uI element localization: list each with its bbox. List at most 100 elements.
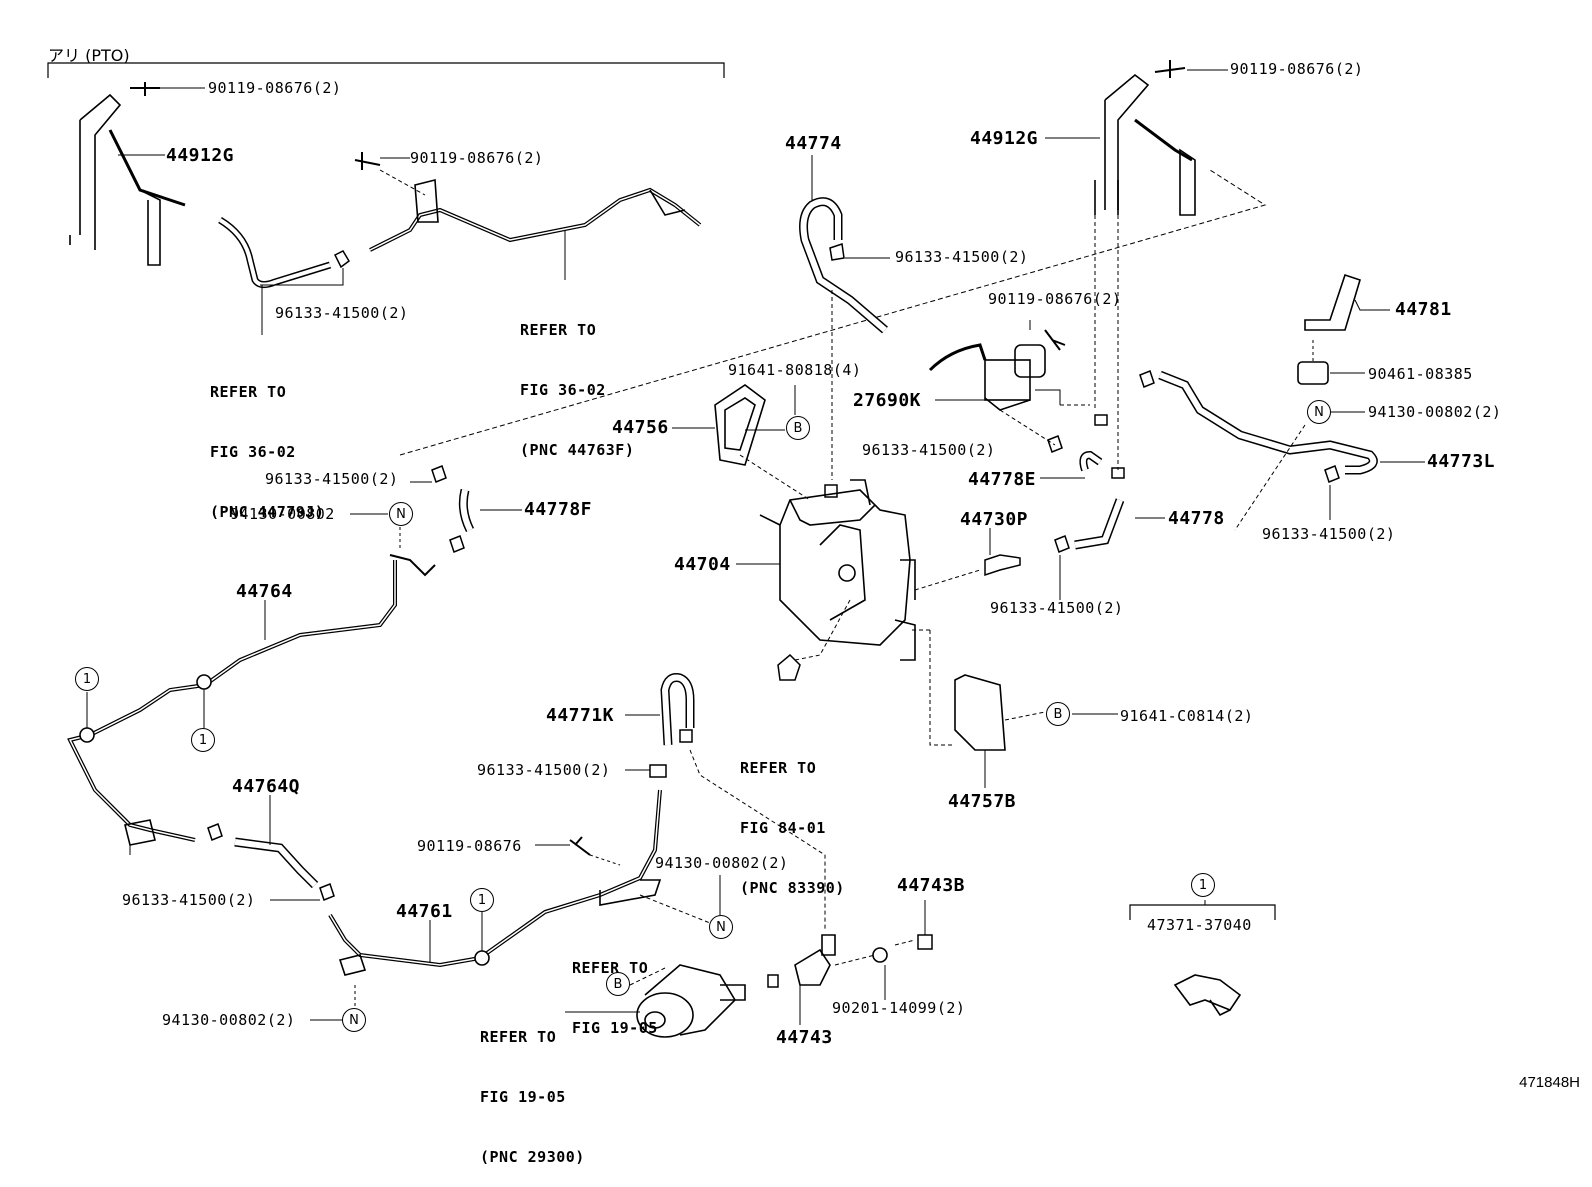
- ref-line: FIG 19-05: [480, 1088, 566, 1106]
- sensor-83390: [777, 653, 801, 681]
- ref-fig-36-02-b: REFER TO FIG 36-02 (PNC 44779J): [210, 342, 324, 542]
- clip-96133-c: [1047, 435, 1063, 453]
- label-90461: 90461-08385: [1368, 365, 1473, 383]
- label-96133-g: 96133-41500(2): [477, 761, 611, 779]
- ref-line: (PNC 44779J): [210, 503, 325, 521]
- label-96133-a: 96133-41500(2): [275, 304, 409, 322]
- label-44756: 44756: [612, 417, 669, 438]
- label-90119-d: 90119-08676(2): [988, 290, 1122, 308]
- hose-44764q: [234, 837, 319, 889]
- marker-1: 1: [191, 728, 215, 752]
- bracket-47371: [1129, 904, 1276, 920]
- bolt-90119-b: [354, 152, 381, 170]
- marker-n: N: [709, 915, 733, 939]
- label-94130-a: 94130-00802(2): [1368, 403, 1502, 421]
- hose-top-left: [218, 216, 332, 289]
- clip-96133-b: [829, 243, 845, 261]
- pipe-44764: [67, 554, 436, 846]
- ref-line: FIG 36-02: [520, 381, 606, 399]
- label-44764q: 44764Q: [232, 776, 301, 797]
- pipe-top-center: [369, 178, 702, 252]
- union-44743: [794, 934, 836, 986]
- label-90119-b: 90119-08676(2): [410, 149, 544, 167]
- ref-line: (PNC 44763F): [520, 441, 635, 459]
- label-44757b: 44757B: [948, 791, 1017, 812]
- gasket-44756: [714, 384, 766, 466]
- label-96133-f: 96133-41500(2): [990, 599, 1124, 617]
- label-44761: 44761: [396, 901, 453, 922]
- marker-b: B: [606, 972, 630, 996]
- ref-line: REFER TO: [210, 383, 287, 401]
- clip-96133-a: [333, 250, 350, 269]
- label-44730p: 44730P: [960, 509, 1029, 530]
- clip-small-b: [207, 823, 223, 841]
- label-44771k: 44771K: [546, 705, 615, 726]
- bracket-44912g-left: [69, 93, 186, 266]
- ref-line: FIG 84-01: [740, 819, 826, 837]
- label-90201: 90201-14099(2): [832, 999, 966, 1017]
- connector-44730p: [984, 554, 1021, 577]
- label-94130-c: 94130-00802(2): [655, 854, 789, 872]
- gasket-small: [767, 974, 779, 988]
- marker-1: 1: [470, 888, 494, 912]
- label-44764: 44764: [236, 581, 293, 602]
- ref-fig-19-05-a: REFER TO FIG 19-05: [572, 918, 658, 1058]
- figure-id: 471848H: [1519, 1074, 1580, 1091]
- label-44743b: 44743B: [897, 875, 966, 896]
- label-44778f: 44778F: [524, 499, 593, 520]
- reservoir-44704: [759, 479, 916, 661]
- cushion-90461: [1297, 361, 1329, 385]
- label-44781: 44781: [1395, 299, 1452, 320]
- bolt-90119-a: [130, 82, 160, 96]
- clip-96133-h: [649, 764, 667, 778]
- label-90119-a: 90119-08676(2): [208, 79, 342, 97]
- clip-96133-e: [1054, 535, 1070, 553]
- washer-90201: [872, 947, 888, 963]
- label-44778: 44778: [1168, 508, 1225, 529]
- ref-line: (PNC 83390): [740, 879, 845, 897]
- hose-44774: [799, 197, 888, 334]
- label-94130-d: 94130-00802(2): [162, 1011, 296, 1029]
- bracket-44781: [1304, 273, 1390, 331]
- label-96133-d: 96133-41500(2): [265, 470, 399, 488]
- ref-fig-36-02-a: REFER TO FIG 36-02 (PNC 44763F): [520, 280, 634, 480]
- marker-n: N: [389, 502, 413, 526]
- ref-line: REFER TO: [740, 759, 817, 777]
- ref-line: FIG 19-05: [572, 1019, 658, 1037]
- pipe-44761: [328, 789, 662, 976]
- label-44912g-right: 44912G: [970, 128, 1039, 149]
- bolt-44743b: [917, 934, 933, 950]
- label-96133-e: 96133-41500(2): [1262, 525, 1396, 543]
- label-44743: 44743: [776, 1027, 833, 1048]
- hose-44771k: [660, 673, 695, 746]
- label-96133-h: 96133-41500(2): [122, 891, 256, 909]
- ref-line: REFER TO: [520, 321, 597, 339]
- ref-line: (PNC 29300): [480, 1148, 585, 1166]
- marker-b: B: [1046, 702, 1070, 726]
- label-44774: 44774: [785, 133, 842, 154]
- bracket-44912g-right: [1094, 73, 1196, 216]
- clip-small-a: [1139, 370, 1155, 388]
- label-94130-b: 94130-00802: [230, 505, 335, 523]
- clip-96133-f: [431, 465, 447, 483]
- bolt-90119-c: [1154, 60, 1186, 78]
- clamp-47371: [1173, 974, 1242, 1017]
- ref-line: REFER TO: [480, 1028, 557, 1046]
- ref-line: REFER TO: [572, 959, 649, 977]
- marker-b: B: [786, 416, 810, 440]
- label-96133-c: 96133-41500(2): [862, 441, 996, 459]
- bracket-44757b: [910, 629, 1006, 751]
- parts-diagram: [47, 60, 1425, 1038]
- label-44773l: 44773L: [1427, 451, 1496, 472]
- label-91641-b: 91641-C0814(2): [1120, 707, 1254, 725]
- label-44704: 44704: [674, 554, 731, 575]
- marker-n: N: [342, 1008, 366, 1032]
- clip-96133-g: [319, 883, 335, 901]
- bolt-90119-d: [1044, 329, 1066, 351]
- label-91641-a: 91641-80818(4): [728, 361, 862, 379]
- clip-96133-d: [1324, 465, 1340, 483]
- hose-44773l: [1158, 370, 1378, 475]
- ref-fig-19-05-b: REFER TO FIG 19-05 (PNC 29300): [480, 987, 585, 1187]
- label-47371: 47371-37040: [1147, 916, 1252, 934]
- ref-line: FIG 36-02: [210, 443, 296, 461]
